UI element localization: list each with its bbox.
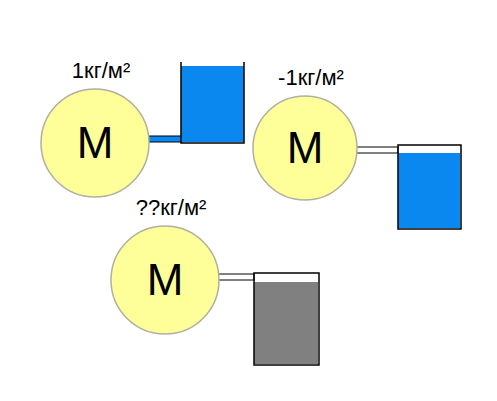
circle-shape [111, 226, 219, 334]
tube [218, 274, 254, 280]
circle-shape [41, 89, 149, 197]
motor-letter: M [147, 255, 184, 305]
container [254, 273, 319, 365]
tube [355, 147, 398, 153]
circle-shape [253, 96, 357, 200]
container [398, 145, 461, 229]
tube [148, 136, 182, 142]
motor-circle: 1кг/м²M [40, 88, 150, 198]
motor-circle: -1кг/м²M [252, 95, 358, 201]
water [398, 153, 460, 228]
container [181, 62, 244, 143]
water [181, 66, 244, 142]
motor-circle: ??кг/м²M [110, 225, 220, 335]
density-label: -1кг/м² [278, 65, 344, 91]
density-label: ??кг/м² [136, 195, 207, 221]
liquid [254, 282, 318, 364]
density-label: 1кг/м² [72, 58, 130, 84]
motor-letter: M [287, 123, 324, 173]
motor-letter: M [77, 118, 114, 168]
